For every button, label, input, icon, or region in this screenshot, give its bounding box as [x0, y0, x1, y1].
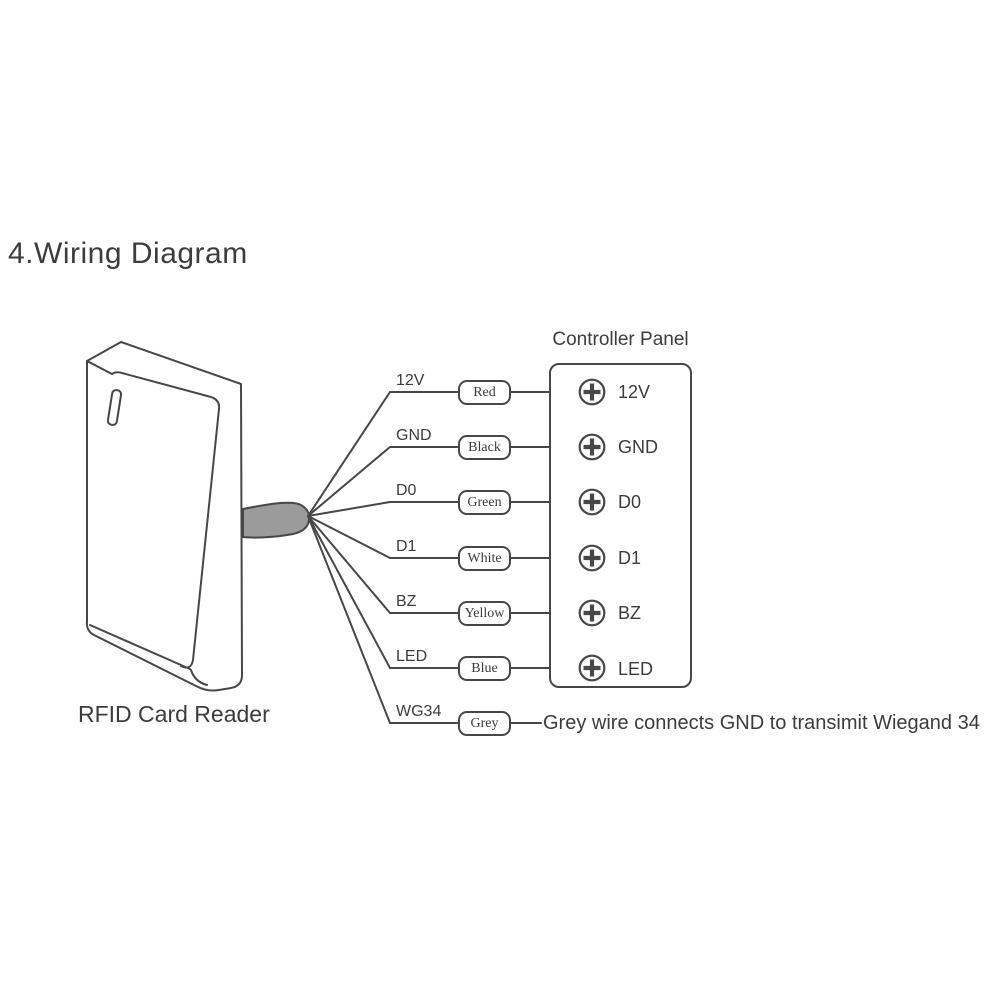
- wire-color-badge: Green: [458, 490, 511, 515]
- terminal-label: D1: [618, 548, 642, 568]
- wire-color-badge: Black: [458, 435, 511, 460]
- terminal-label: LED: [618, 659, 654, 679]
- wire-color-badge: Red: [458, 380, 511, 405]
- screw-terminal-icon: [578, 378, 606, 406]
- wire-fanout: [307, 391, 391, 724]
- wire-signal-label: GND: [396, 427, 432, 444]
- terminal-label: BZ: [618, 603, 642, 623]
- wire-signal-label: BZ: [396, 593, 417, 610]
- terminal-label: 12V: [618, 382, 651, 402]
- wire-signal-label: LED: [396, 648, 428, 665]
- screw-terminal-icon: [578, 488, 606, 516]
- wiegand-note: Grey wire connects GND to transimit Wieg…: [543, 712, 980, 734]
- terminal-label: D0: [618, 492, 642, 512]
- screw-terminal-icon: [578, 433, 606, 461]
- rfid-reader-drawing: [85, 341, 243, 692]
- wire-signal-label: D1: [396, 538, 417, 555]
- wire-signal-label: 12V: [396, 372, 425, 389]
- wire-signal-label: D0: [396, 482, 417, 499]
- terminal-label: GND: [618, 437, 658, 457]
- screw-terminal-icon: [578, 654, 606, 682]
- screw-terminal-icon: [578, 544, 606, 572]
- controller-panel-title: Controller Panel: [552, 329, 689, 350]
- wire-signal-label: WG34: [396, 703, 442, 720]
- wire-color-badge: Grey: [458, 711, 511, 736]
- reader-cable: [242, 501, 311, 539]
- wire-color-badge: Yellow: [458, 601, 511, 626]
- rfid-reader-label: RFID Card Reader: [78, 701, 270, 727]
- screw-terminal-icon: [578, 599, 606, 627]
- page-title: 4.Wiring Diagram: [8, 237, 248, 270]
- wire-color-badge: White: [458, 546, 511, 571]
- controller-panel-box: [549, 363, 692, 688]
- reader-led-slot: [106, 389, 123, 426]
- wire-color-badge: Blue: [458, 656, 511, 681]
